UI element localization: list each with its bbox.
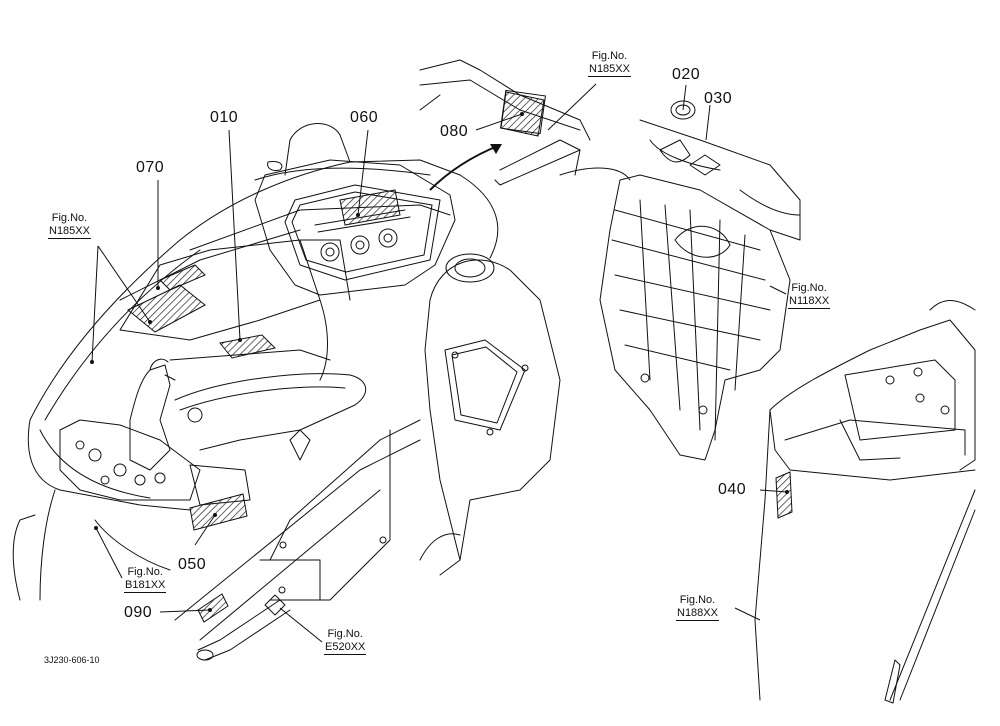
diagram-id: 3J230-606-10 (44, 655, 100, 665)
leader-n185-a (97, 245, 151, 323)
leader-n185-inset (547, 83, 597, 131)
lever-panel (59, 358, 367, 506)
right-shield-panel (599, 100, 801, 461)
decal-040 (775, 471, 793, 519)
leader-dots (90, 112, 789, 612)
part-number-070: 070 (136, 159, 165, 176)
fig-ref-b181xx: Fig.No. B181XX (124, 566, 167, 593)
fig-ref-code: E520XX (324, 641, 367, 655)
inset-roof-panel (419, 59, 631, 186)
part-number-080: 080 (440, 123, 469, 140)
fig-ref-code: B181XX (124, 579, 167, 593)
decal-090 (197, 593, 229, 623)
fig-ref-prefix: Fig.No. (327, 628, 363, 640)
steering-cover (419, 253, 561, 576)
fig-ref-prefix: Fig.No. (791, 282, 827, 294)
fig-ref-prefix: Fig.No. (51, 212, 88, 224)
leader-lines (91, 83, 788, 643)
leader-080 (475, 113, 523, 131)
leader-030 (705, 104, 711, 141)
part-number-040: 040 (718, 481, 747, 498)
decal-050 (189, 493, 248, 531)
fig-ref-code: N188XX (676, 607, 719, 621)
reference-arrow (429, 144, 502, 191)
fig-ref-n118xx: Fig.No. N118XX (788, 282, 831, 309)
fig-ref-n185xx-inset: Fig.No. N185XX (588, 50, 631, 77)
leader-050 (194, 514, 216, 546)
part-number-050: 050 (178, 556, 207, 573)
fig-ref-code: N185XX (588, 63, 631, 77)
leader-b181 (95, 527, 123, 579)
dashboard-body (12, 123, 499, 601)
leader-n185-b (91, 245, 99, 363)
part-number-090: 090 (124, 604, 153, 621)
decal-070-small (159, 264, 206, 291)
part-number-030: 030 (704, 90, 733, 107)
leader-010 (228, 129, 241, 341)
part-number-060: 060 (350, 109, 379, 126)
fig-ref-n185xx-left: Fig.No. N185XX (48, 212, 91, 239)
decal-010 (219, 334, 276, 359)
decal-070 (127, 284, 206, 333)
fig-ref-n188xx: Fig.No. N188XX (676, 594, 719, 621)
fig-ref-e520xx: Fig.No. E520XX (324, 628, 367, 655)
fig-ref-prefix: Fig.No. (127, 566, 163, 578)
part-number-020: 020 (672, 66, 701, 83)
lower-frame (174, 419, 421, 661)
decal-group (127, 91, 793, 623)
leader-090 (159, 609, 211, 613)
decal-060 (339, 189, 401, 226)
fig-ref-prefix: Fig.No. (591, 50, 628, 62)
fig-ref-prefix: Fig.No. (679, 594, 716, 606)
fig-ref-code: N118XX (788, 295, 831, 309)
leader-n188 (734, 607, 761, 621)
leader-040 (759, 489, 788, 493)
side-housing (754, 300, 976, 704)
leader-n118 (769, 285, 787, 295)
instrument-pod (254, 159, 456, 296)
part-number-010: 010 (210, 109, 239, 126)
leader-060 (357, 129, 369, 216)
fig-ref-code: N185XX (48, 225, 91, 239)
leader-e520 (279, 607, 323, 643)
leader-020 (682, 84, 687, 111)
